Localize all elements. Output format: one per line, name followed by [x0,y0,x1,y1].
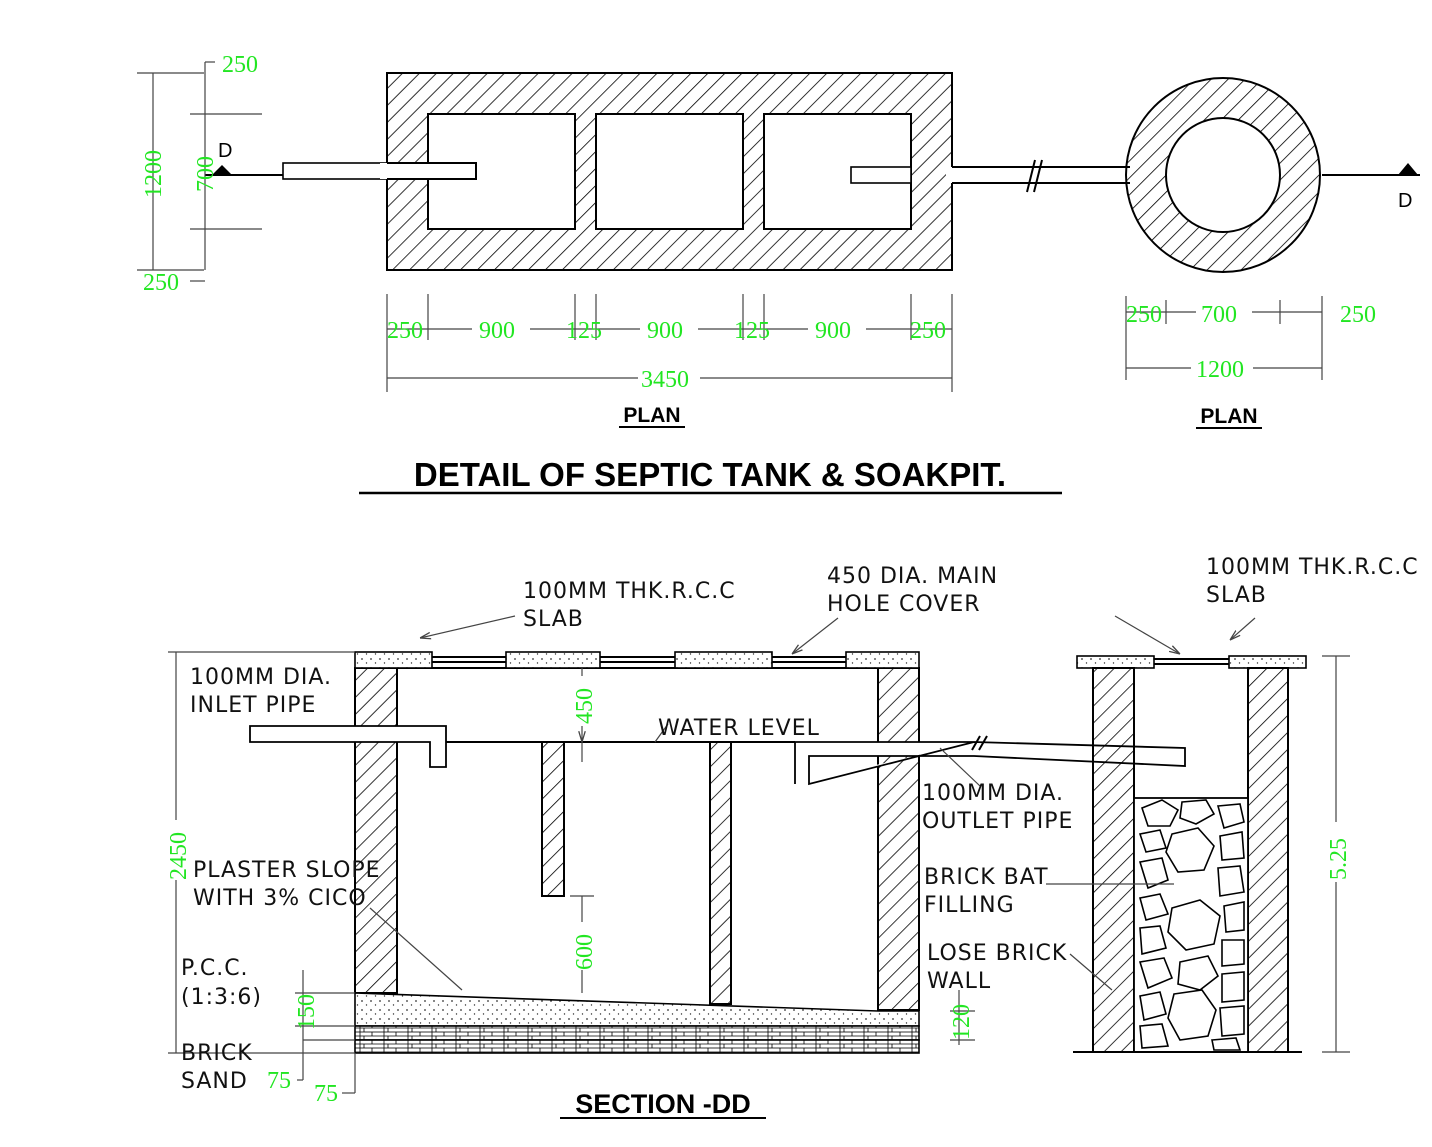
slab-piece [505,651,601,669]
plan-horizontal-dims [386,294,1323,392]
plan-dim-texts [472,300,1386,390]
slab-piece [354,651,433,669]
label-brick: BRICK [181,1041,253,1066]
plan-label-tank: PLAN [623,404,680,427]
section-letter-left: D [218,140,232,162]
label-lose-brick-1: LOSE BRICK [927,941,1067,966]
label-plaster-2: WITH 3% CICO [193,886,367,911]
dim-pit-wall-right: 250 [1340,302,1376,328]
label-slab-tank-2: SLAB [523,607,584,632]
sand-layer [354,1039,920,1054]
dim-baffle-clear: 600 [572,934,598,970]
pcc-layer [354,992,920,1027]
pit-wall-left [1092,667,1135,1053]
dim-sand: 75 [314,1081,338,1107]
label-inlet-2: INLET PIPE [190,693,316,718]
label-slab-pit-1: 100MM THK.R.C.C [1206,555,1419,580]
plan-label-pit: PLAN [1200,405,1257,428]
pit-wall-right [1247,667,1289,1053]
dim-bottom-wall: 250 [143,270,179,296]
label-pcc-2: (1:3:6) [181,985,262,1010]
baffle-wall [541,741,565,897]
drawing-title: DETAIL OF SEPTIC TANK & SOAKPIT. [414,456,1006,493]
section-mark-right: D [1322,163,1420,212]
label-outlet-1: 100MM DIA. [922,781,1064,806]
slab-piece [845,651,920,669]
dim-plan-length: 3450 [641,367,689,393]
label-water-level: WATER LEVEL [658,716,820,741]
tank-wall-left [354,667,398,994]
tank-section [249,651,1186,1054]
dim-pcc-right: 120 [949,1004,975,1040]
outlet-pipe [794,741,1186,786]
dim-chamber-2: 900 [647,318,683,344]
inlet-pipe-plan [282,162,388,180]
soakpit-section [1073,655,1307,1053]
dim-plan-inner: 700 [193,156,219,192]
dim-brick: 75 [267,1068,291,1094]
chamber-2 [595,113,744,230]
section-letter-right: D [1398,190,1412,212]
section-mark-left: D [205,140,283,176]
label-slab-pit-2: SLAB [1206,583,1267,608]
dim-chamber-3: 900 [815,318,851,344]
label-brick-bat-2: FILLING [924,893,1015,918]
dim-pit-wall-left: 250 [1126,302,1162,328]
tank-wall-right [877,667,920,1011]
brick-layer [354,1025,920,1041]
pit-slab-right [1228,655,1307,669]
dim-top-wall: 250 [222,52,258,78]
soakpit-plan [1125,77,1321,273]
label-sand: SAND [181,1069,248,1094]
dim-pit-inner: 700 [1201,302,1237,328]
partition-wall [709,741,732,1005]
dim-pcc: 150 [294,994,320,1030]
pit-slab-left [1076,655,1155,669]
dim-pit-total: 1200 [1196,357,1244,383]
label-plaster-1: PLASTER SLOPE [193,858,381,883]
label-slab-tank-1: 100MM THK.R.C.C [523,579,736,604]
dim-wall-left: 250 [387,318,423,344]
dim-tank-depth: 2450 [166,832,192,880]
inlet-pipe [249,725,447,768]
slab-piece [674,651,773,669]
label-inlet-1: 100MM DIA. [190,665,332,690]
section-labels: 100MM THK.R.C.C SLAB 450 DIA. MAIN HOLE … [181,555,1419,1094]
label-manhole-2: HOLE COVER [827,592,981,617]
dim-wall-right: 250 [910,318,946,344]
label-manhole-1: 450 DIA. MAIN [827,564,998,589]
label-outlet-2: OUTLET PIPE [922,809,1073,834]
label-lose-brick-2: WALL [927,969,991,994]
dim-pit-depth: 5.25 [1326,838,1352,880]
label-brick-bat-1: BRICK BAT [924,865,1049,890]
plan-vertical-dims [137,61,262,282]
dim-partition-2: 125 [734,318,770,344]
section-label: SECTION -DD [575,1089,751,1119]
tank-plan [282,72,1130,271]
dim-partition-1: 125 [566,318,602,344]
label-pcc-1: P.C.C. [181,956,249,981]
dim-plan-width: 1200 [141,150,167,198]
dim-freeboard: 450 [572,688,598,724]
dim-chamber-1: 900 [479,318,515,344]
